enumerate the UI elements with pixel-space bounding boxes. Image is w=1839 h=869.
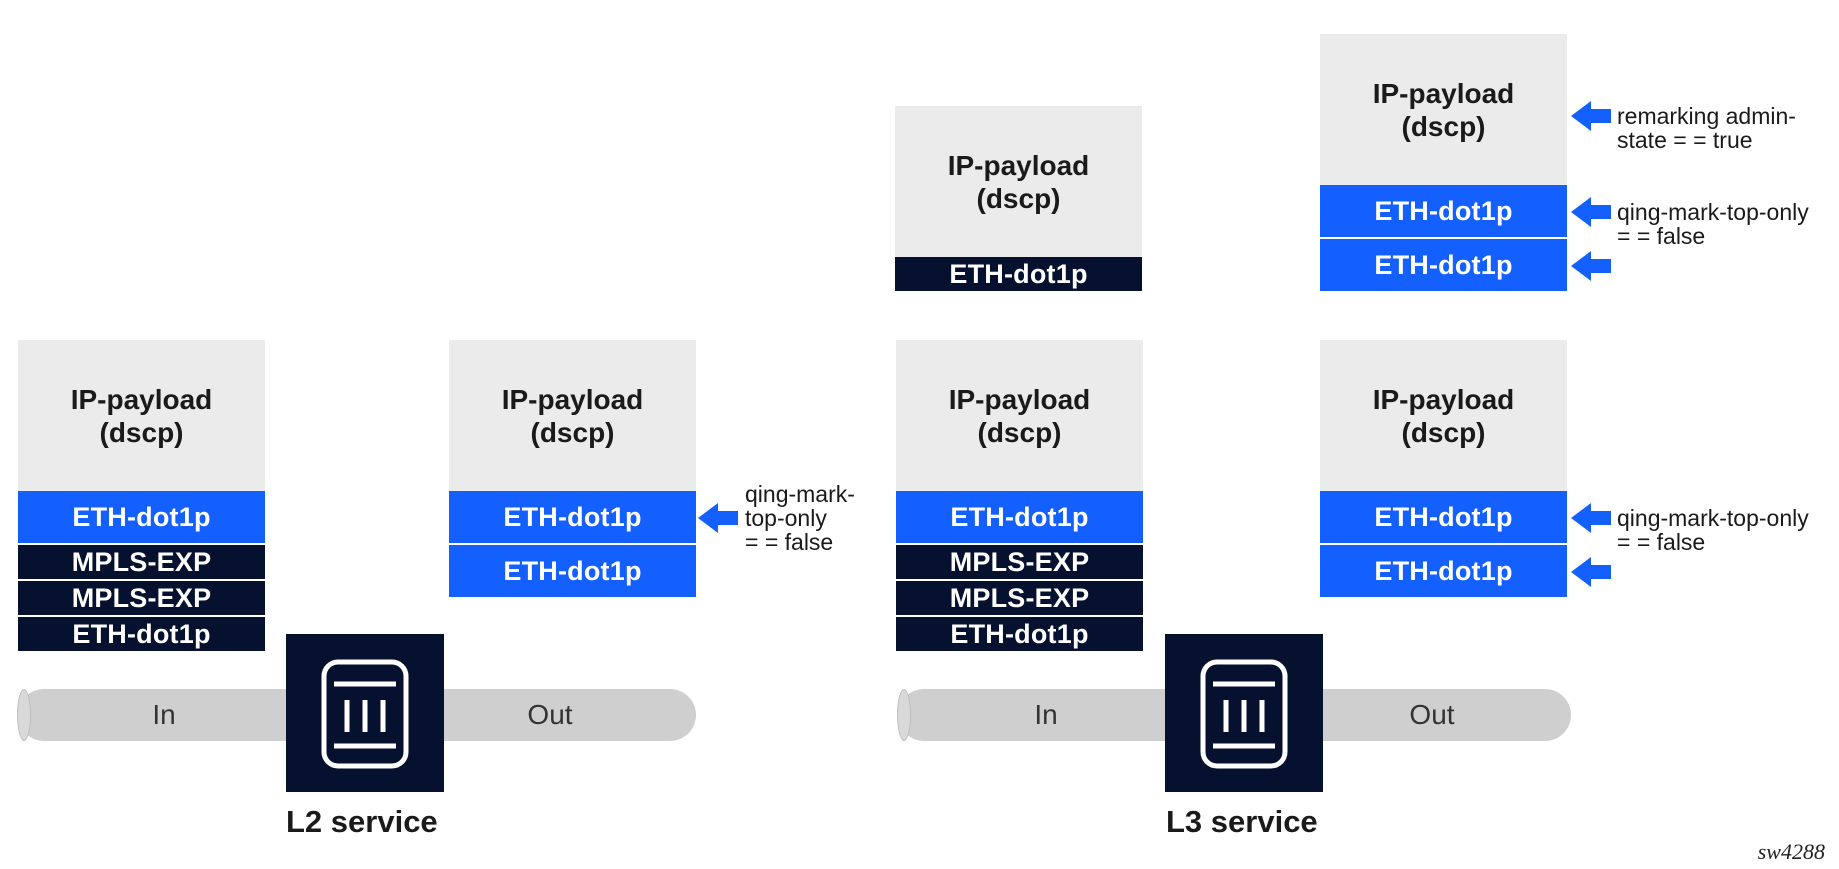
ip-payload-block: IP-payload(dscp) [1320, 34, 1567, 185]
l2-ingress-stack: IP-payload(dscp) ETH-dot1p MPLS-EXP MPLS… [18, 340, 265, 651]
ip-payload-block: IP-payload(dscp) [896, 340, 1143, 491]
qinq-mark-note: qing-mark-top-only = = false [1617, 505, 1809, 555]
l2-egress-stack: IP-payload(dscp) ETH-dot1p ETH-dot1p [449, 340, 696, 597]
arrow-left-icon [1571, 503, 1611, 533]
out-label: Out [1409, 699, 1455, 730]
ip-payload-block: IP-payload(dscp) [18, 340, 265, 491]
arrow-left-icon [1571, 251, 1611, 281]
pipe-end-cap [897, 689, 911, 741]
eth-dot1p-layer: ETH-dot1p [1320, 239, 1567, 291]
remarking-note: remarking admin- state = = true [1617, 103, 1796, 153]
out-label: Out [527, 699, 573, 730]
arrow-left-icon [1571, 101, 1611, 131]
figure-id: sw4288 [1757, 839, 1825, 864]
router-icon [286, 634, 444, 792]
l2-service-label: L2 service [286, 804, 438, 839]
in-label: In [1034, 699, 1058, 730]
l3-egress-upper-stack: IP-payload(dscp) ETH-dot1p ETH-dot1p [1320, 34, 1567, 291]
ip-payload-block: IP-payload(dscp) [449, 340, 696, 491]
eth-dot1p-layer: ETH-dot1p [18, 617, 265, 651]
arrow-left-icon [1571, 197, 1611, 227]
arrow-left-icon [698, 503, 738, 533]
eth-dot1p-layer: ETH-dot1p [1320, 545, 1567, 597]
eth-dot1p-layer: ETH-dot1p [1320, 491, 1567, 543]
eth-dot1p-layer: ETH-dot1p [895, 257, 1142, 291]
qinq-mark-note: qing-mark-top-only = = false [1617, 199, 1809, 249]
eth-dot1p-layer: ETH-dot1p [18, 491, 265, 543]
mpls-exp-layer: MPLS-EXP [896, 545, 1143, 579]
eth-dot1p-layer: ETH-dot1p [896, 491, 1143, 543]
eth-dot1p-layer: ETH-dot1p [896, 617, 1143, 651]
mpls-exp-layer: MPLS-EXP [896, 581, 1143, 615]
pipe-end-cap [17, 689, 31, 741]
ip-payload-block: IP-payload(dscp) [895, 106, 1142, 257]
l3-ingress-upper-stack: IP-payload(dscp) ETH-dot1p [895, 106, 1142, 291]
qinq-mark-note: qing-mark- top-only = = false [745, 481, 855, 555]
mpls-exp-layer: MPLS-EXP [18, 581, 265, 615]
in-label: In [152, 699, 176, 730]
l3-ingress-lower-stack: IP-payload(dscp) ETH-dot1p MPLS-EXP MPLS… [896, 340, 1143, 651]
l3-egress-lower-stack: IP-payload(dscp) ETH-dot1p ETH-dot1p [1320, 340, 1567, 597]
eth-dot1p-layer: ETH-dot1p [449, 545, 696, 597]
arrow-left-icon [1571, 557, 1611, 587]
router-icon [1165, 634, 1323, 792]
mpls-exp-layer: MPLS-EXP [18, 545, 265, 579]
eth-dot1p-layer: ETH-dot1p [1320, 185, 1567, 237]
l3-service-label: L3 service [1166, 804, 1318, 839]
eth-dot1p-layer: ETH-dot1p [449, 491, 696, 543]
ip-payload-block: IP-payload(dscp) [1320, 340, 1567, 491]
